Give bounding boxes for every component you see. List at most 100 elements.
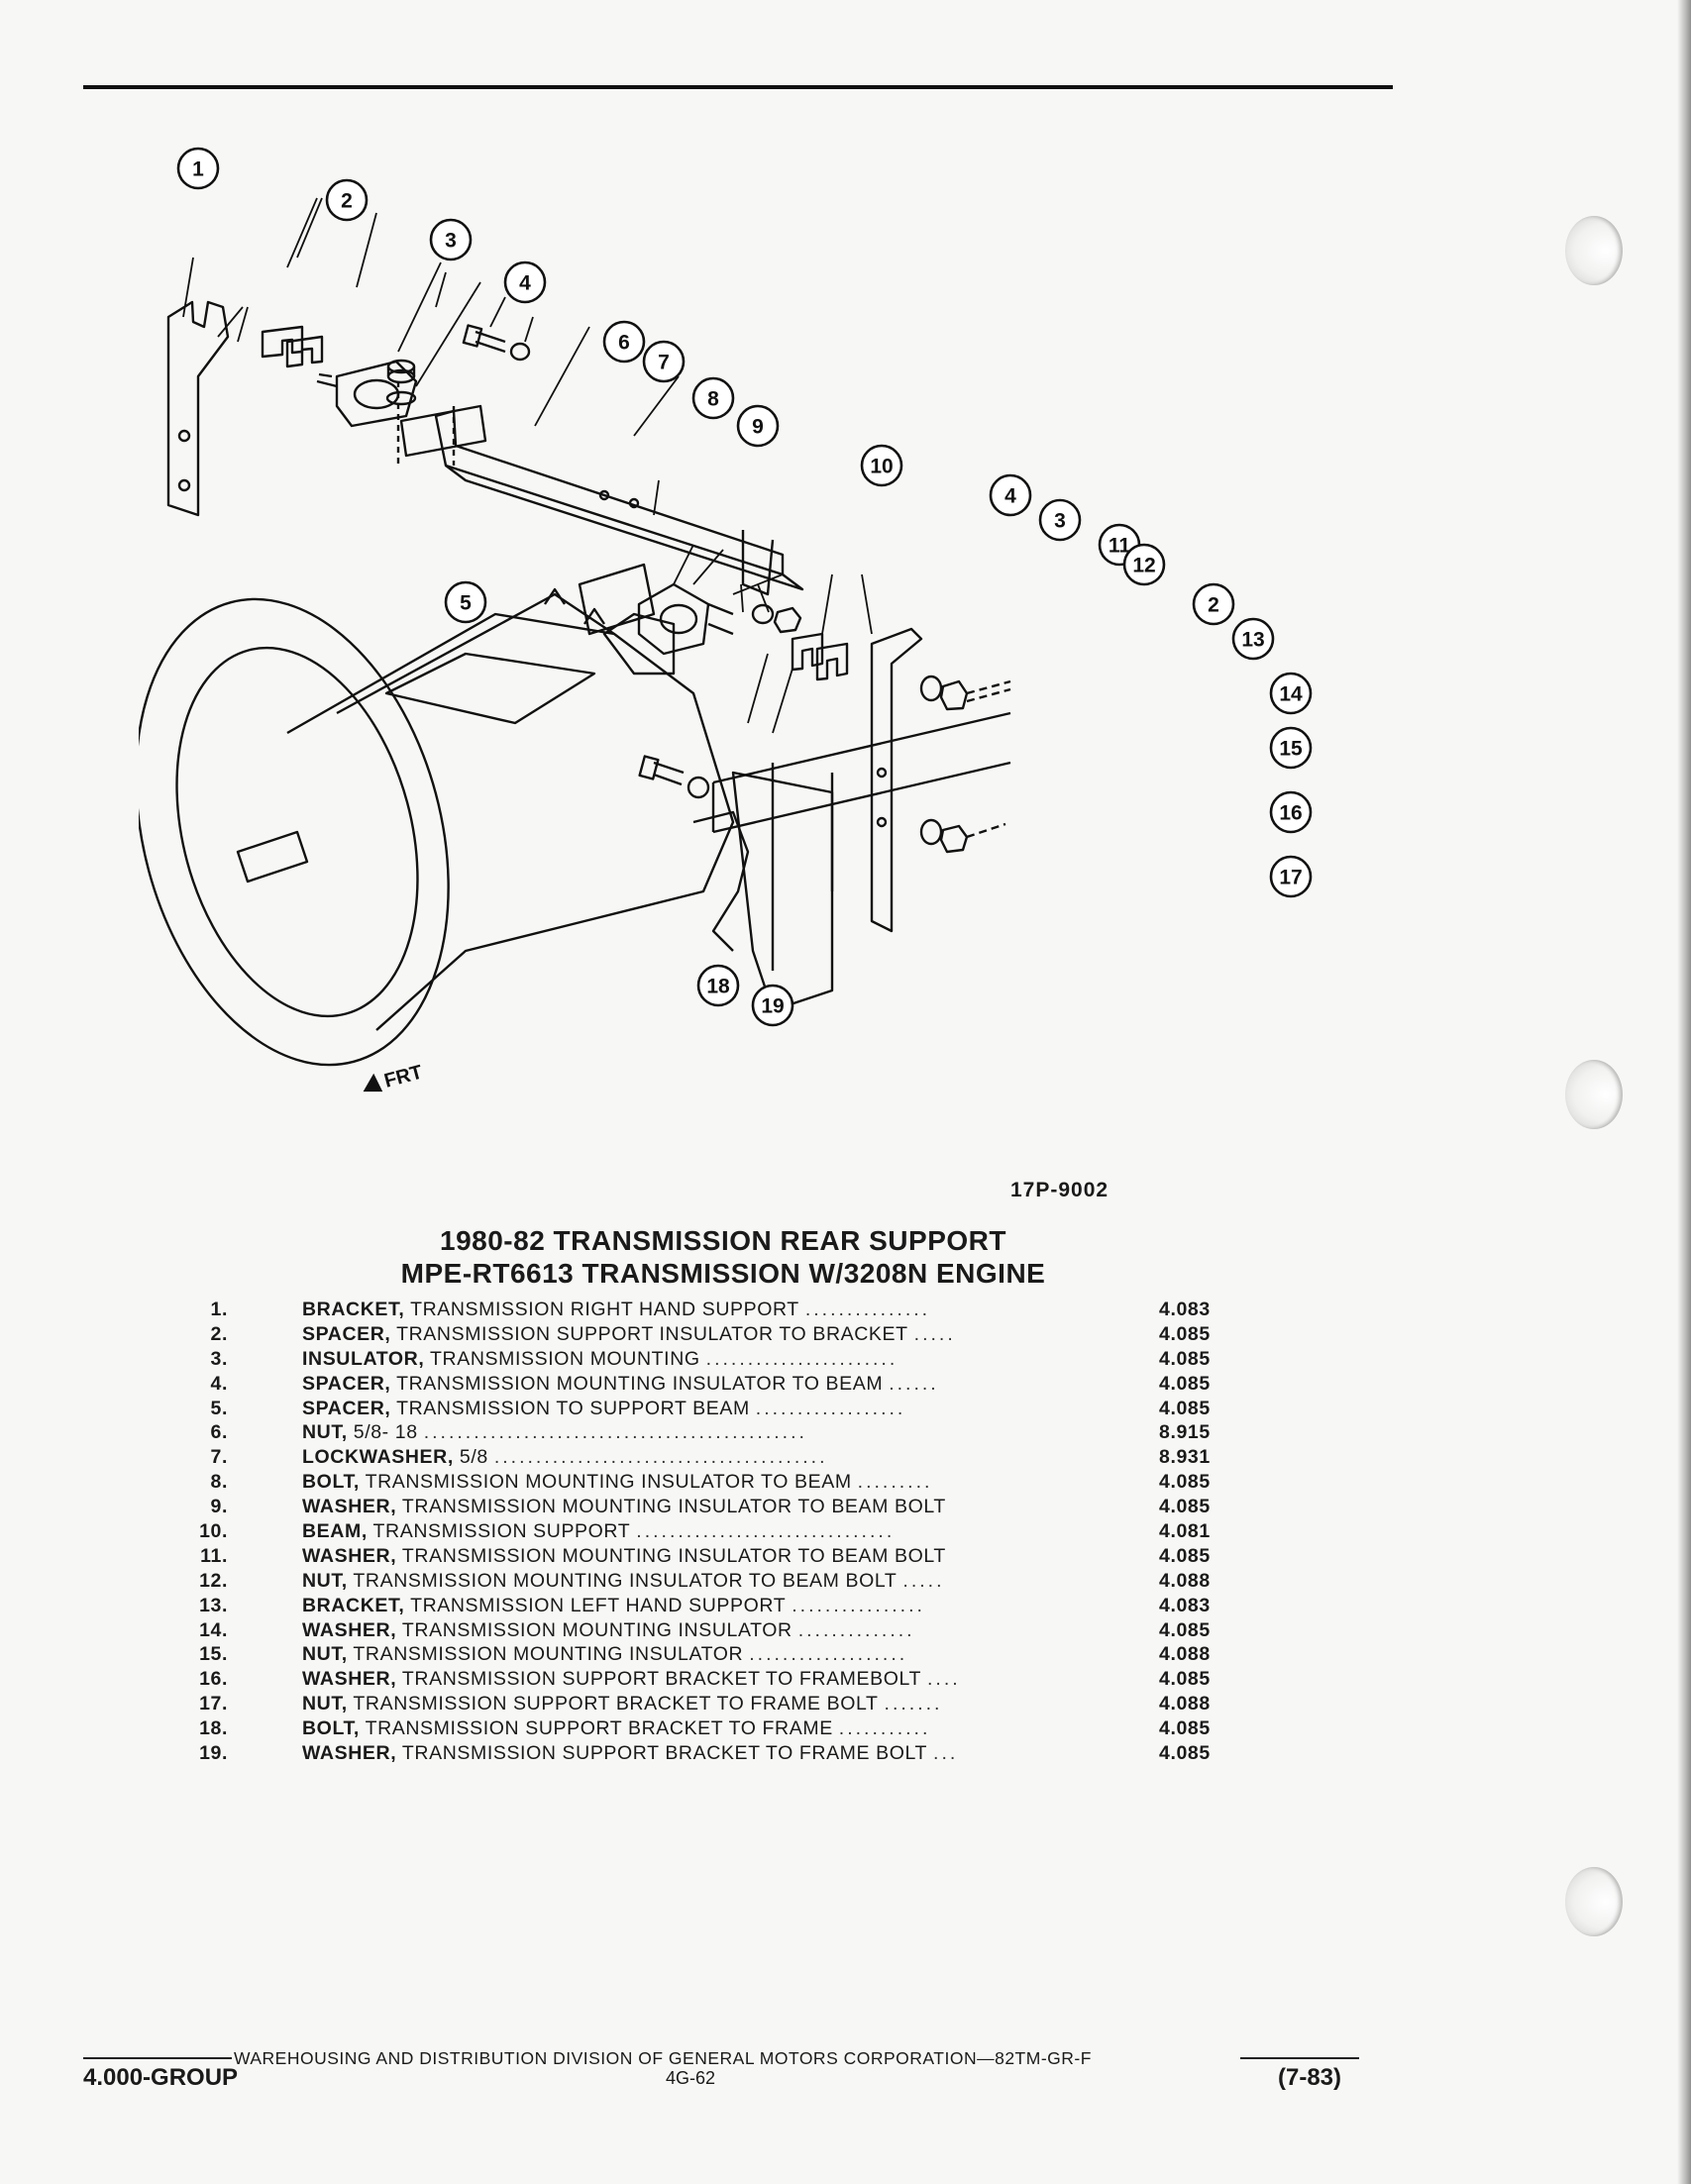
part-name: NUT, bbox=[302, 1643, 348, 1666]
binder-hole-top bbox=[1565, 216, 1623, 285]
part-detail: TRANSMISSION SUPPORT BRACKET TO FRAME BO… bbox=[353, 1693, 879, 1716]
callout-12: 12 bbox=[1122, 543, 1166, 586]
part-detail: TRANSMISSION MOUNTING INSULATOR bbox=[401, 1618, 793, 1641]
svg-text:5: 5 bbox=[460, 592, 472, 615]
part-detail: TRANSMISSION SUPPORT BRACKET TO FRAME BO… bbox=[401, 1742, 928, 1765]
part-description: BEAM, TRANSMISSION SUPPORT..............… bbox=[302, 1519, 1085, 1544]
parts-row: 1.BRACKET, TRANSMISSION RIGHT HAND SUPPO… bbox=[188, 1298, 1238, 1322]
group-number: 8.931 bbox=[1159, 1446, 1211, 1469]
group-number: 4.083 bbox=[1159, 1594, 1211, 1616]
footer-page-number: 4G-62 bbox=[666, 2068, 716, 2088]
svg-text:15: 15 bbox=[1279, 738, 1303, 761]
callout-1: 1 bbox=[176, 147, 220, 190]
page-title-line2: MPE-RT6613 TRANSMISSION W/3208N ENGINE bbox=[400, 1258, 1046, 1289]
part-description: BOLT, TRANSMISSION SUPPORT BRACKET TO FR… bbox=[302, 1716, 1085, 1741]
part-name: WASHER, bbox=[302, 1544, 397, 1567]
group-number: 8.915 bbox=[1159, 1421, 1211, 1444]
svg-text:3: 3 bbox=[1054, 510, 1066, 533]
footer-division-text: WAREHOUSING AND DISTRIBUTION DIVISION OF… bbox=[234, 2048, 1092, 2068]
callout-3: 3 bbox=[1038, 498, 1082, 542]
transmission-housing bbox=[139, 587, 735, 1067]
part-number: 7. bbox=[210, 1446, 228, 1469]
part-description: NUT, TRANSMISSION MOUNTING INSULATOR....… bbox=[302, 1642, 1085, 1667]
dot-leader: ........................................… bbox=[423, 1421, 807, 1444]
part-detail: TRANSMISSION MOUNTING INSULATOR TO BEAM … bbox=[401, 1544, 946, 1567]
svg-text:16: 16 bbox=[1279, 802, 1302, 825]
svg-text:1: 1 bbox=[192, 158, 204, 181]
callout-5: 5 bbox=[444, 580, 487, 624]
group-number: 4.085 bbox=[1159, 1372, 1211, 1395]
callout-2: 2 bbox=[1192, 582, 1235, 626]
part-description: NUT, TRANSMISSION SUPPORT BRACKET TO FRA… bbox=[302, 1692, 1085, 1716]
svg-text:6: 6 bbox=[618, 332, 630, 355]
dot-leader: ..... bbox=[913, 1322, 956, 1345]
group-number: 4.081 bbox=[1159, 1520, 1211, 1543]
callout-6: 6 bbox=[602, 320, 646, 364]
part-description: LOCKWASHER, 5/8.........................… bbox=[302, 1445, 1085, 1470]
group-number: 4.085 bbox=[1159, 1347, 1211, 1370]
dot-leader: .............. bbox=[797, 1618, 915, 1641]
part-description: NUT, TRANSMISSION MOUNTING INSULATOR TO … bbox=[302, 1569, 1085, 1594]
dot-leader: ....... bbox=[884, 1693, 943, 1716]
part-detail: TRANSMISSION LEFT HAND SUPPORT bbox=[410, 1594, 787, 1616]
part-detail: TRANSMISSION MOUNTING INSULATOR TO BEAM bbox=[365, 1471, 852, 1494]
part-number: 11. bbox=[200, 1544, 228, 1567]
svg-text:13: 13 bbox=[1241, 629, 1264, 652]
dot-leader: ......... bbox=[857, 1471, 933, 1494]
part-name: WASHER, bbox=[302, 1496, 397, 1518]
part-description: WASHER, TRANSMISSION SUPPORT BRACKET TO … bbox=[302, 1667, 1085, 1692]
binder-hole-bottom bbox=[1565, 1867, 1623, 1936]
footer-rule-left bbox=[83, 2057, 232, 2059]
figure-code: 17P-9002 bbox=[1010, 1179, 1110, 1201]
callout-13: 13 bbox=[1231, 617, 1275, 661]
parts-row: 15.NUT, TRANSMISSION MOUNTING INSULATOR.… bbox=[188, 1642, 1238, 1667]
page-edge-shadow bbox=[1677, 0, 1691, 2184]
svg-text:8: 8 bbox=[707, 388, 719, 411]
part-detail: TRANSMISSION MOUNTING INSULATOR TO BEAM … bbox=[353, 1569, 898, 1592]
part-number: 18. bbox=[199, 1717, 228, 1740]
dot-leader: .... bbox=[927, 1668, 961, 1691]
svg-text:14: 14 bbox=[1279, 683, 1303, 706]
part-number: 1. bbox=[210, 1299, 228, 1320]
part-detail: TRANSMISSION MOUNTING bbox=[430, 1347, 700, 1370]
part-description: BRACKET, TRANSMISSION LEFT HAND SUPPORT.… bbox=[302, 1594, 1085, 1618]
parts-row: 4.SPACER, TRANSMISSION MOUNTING INSULATO… bbox=[188, 1372, 1238, 1397]
part-number: 4. bbox=[210, 1372, 228, 1395]
group-number: 4.085 bbox=[1159, 1668, 1211, 1691]
part-description: WASHER, TRANSMISSION MOUNTING INSULATOR.… bbox=[302, 1618, 1085, 1643]
dot-leader: ................... bbox=[749, 1643, 908, 1666]
dot-leader: ........................................ bbox=[493, 1446, 828, 1469]
svg-text:17: 17 bbox=[1279, 867, 1302, 889]
callout-19: 19 bbox=[751, 984, 794, 1027]
part-name: WASHER, bbox=[302, 1742, 397, 1765]
top-rule bbox=[83, 85, 1393, 89]
front-marker-label: FRT bbox=[382, 1062, 425, 1092]
part-name: LOCKWASHER, bbox=[302, 1446, 454, 1469]
callout-15: 15 bbox=[1269, 726, 1313, 770]
callout-16: 16 bbox=[1269, 790, 1313, 834]
footer-date: (7-83) bbox=[1278, 2064, 1342, 2091]
part-detail: TRANSMISSION SUPPORT BRACKET TO FRAME bbox=[365, 1717, 833, 1740]
part-number: 19. bbox=[199, 1742, 228, 1765]
group-number: 4.088 bbox=[1159, 1643, 1211, 1666]
svg-text:2: 2 bbox=[341, 190, 353, 213]
parts-row: 7. LOCKWASHER, 5/8.......................… bbox=[188, 1445, 1238, 1470]
part-detail: TRANSMISSION SUPPORT BRACKET TO FRAMEBOL… bbox=[401, 1668, 922, 1691]
part-number: 5. bbox=[210, 1397, 228, 1419]
parts-row: 9.WASHER, TRANSMISSION MOUNTING INSULATO… bbox=[188, 1495, 1238, 1519]
callout-10: 10 bbox=[860, 444, 903, 487]
part-number: 10. bbox=[199, 1520, 228, 1543]
part-detail: TRANSMISSION TO SUPPORT BEAM bbox=[396, 1397, 750, 1419]
part-number: 13. bbox=[199, 1594, 228, 1616]
parts-row: 10. BEAM, TRANSMISSION SUPPORT...........… bbox=[188, 1519, 1238, 1544]
part-detail: TRANSMISSION SUPPORT bbox=[372, 1520, 631, 1543]
nut-and-lockwasher bbox=[385, 359, 417, 406]
callout-14: 14 bbox=[1269, 672, 1313, 715]
group-number: 4.085 bbox=[1159, 1544, 1211, 1567]
part-description: NUT, 5/8- 18............................… bbox=[302, 1420, 1085, 1445]
group-number: 4.085 bbox=[1159, 1717, 1211, 1740]
part-name: NUT, bbox=[302, 1693, 348, 1716]
parts-row: 16.WASHER, TRANSMISSION SUPPORT BRACKET … bbox=[188, 1667, 1238, 1692]
svg-text:9: 9 bbox=[752, 416, 764, 439]
